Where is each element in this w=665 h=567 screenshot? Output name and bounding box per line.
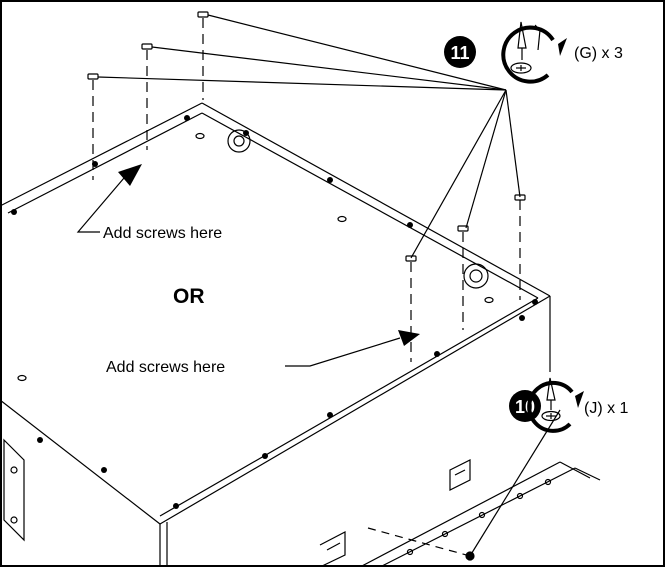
arrow-head-icon	[575, 391, 584, 408]
upper-callout-arrowhead	[118, 164, 142, 186]
hinge-bracket	[3, 438, 25, 542]
screwdriver-screw-icon	[541, 377, 561, 422]
or-divider: OR	[173, 285, 205, 308]
upper-callout-text: Add screws here	[103, 225, 222, 242]
cabinet-outline	[0, 102, 551, 567]
step-10-badge	[509, 390, 541, 422]
lower-callout: Add screws here	[106, 330, 420, 376]
step-11-badge	[444, 36, 476, 68]
mounting-rail	[359, 461, 601, 567]
step-10-part-label: (J) x 1	[584, 400, 629, 417]
lower-callout-text: Add screws here	[106, 359, 225, 376]
panel-holes	[17, 129, 494, 382]
clockwise-arrow-icon	[527, 380, 574, 433]
screw-insertion-guides	[92, 18, 521, 557]
lower-callout-leader	[285, 337, 401, 367]
screws	[87, 11, 526, 262]
screwdriver-screw-icon	[510, 21, 541, 74]
step-11-leaders	[97, 14, 521, 259]
step-11-number: 11	[450, 43, 469, 63]
side-panel-slots	[319, 459, 471, 567]
step-11-part-label: (G) x 3	[574, 45, 623, 62]
upper-callout-leader	[76, 177, 125, 233]
step-10-callout: 10 (J) x 1	[509, 377, 629, 433]
upper-callout: Add screws here	[76, 164, 222, 242]
step-10-leader	[465, 409, 561, 561]
arrow-head-icon	[558, 38, 567, 56]
step-11-callout: 11 (G) x 3	[444, 21, 623, 84]
lower-callout-arrowhead	[398, 330, 420, 346]
